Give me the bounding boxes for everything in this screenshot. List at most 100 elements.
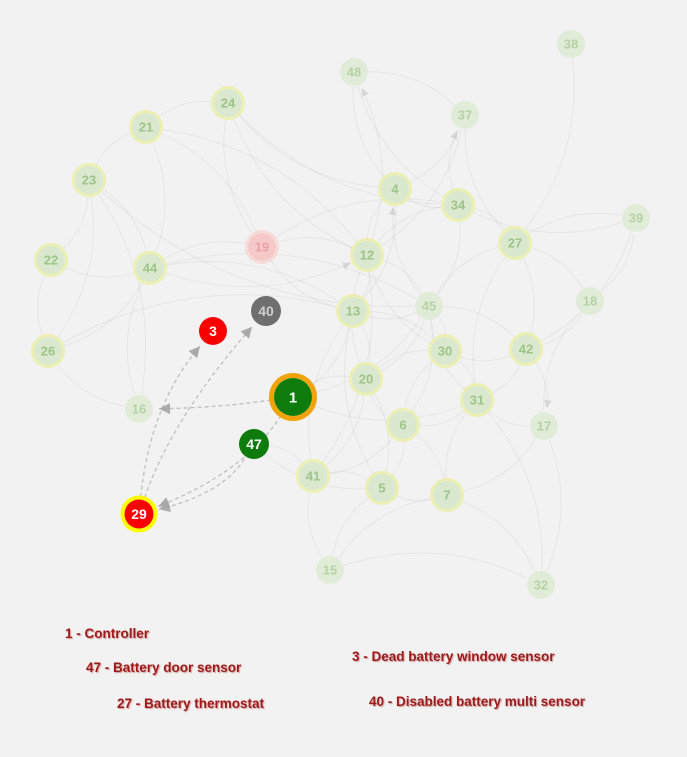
node-circle xyxy=(557,30,585,58)
node-20[interactable]: 20 xyxy=(349,362,383,396)
route-edges-layer xyxy=(140,326,282,512)
node-48[interactable]: 48 xyxy=(340,58,368,86)
neighbor-edge xyxy=(159,132,257,234)
node-ring xyxy=(120,495,158,533)
route-edge xyxy=(140,345,201,497)
node-ring xyxy=(133,251,167,285)
node-21[interactable]: 21 xyxy=(129,110,163,144)
node-19[interactable]: 19 xyxy=(245,230,279,264)
node-26[interactable]: 26 xyxy=(31,334,65,368)
node-ring xyxy=(441,188,475,222)
neighbor-edge xyxy=(269,259,339,308)
node-22[interactable]: 22 xyxy=(34,243,68,277)
neighbor-edge xyxy=(157,100,214,119)
node-label: 15 xyxy=(323,563,337,578)
neighbor-edge xyxy=(472,207,507,231)
node-15[interactable]: 15 xyxy=(316,556,344,584)
node-label: 41 xyxy=(306,469,320,484)
node-circle xyxy=(381,175,409,203)
route-edge xyxy=(158,399,272,410)
neighbor-edge xyxy=(37,273,46,338)
neighbor-edge xyxy=(410,320,434,413)
node-circle xyxy=(501,229,529,257)
node-3[interactable]: 3 xyxy=(199,317,227,345)
node-16[interactable]: 16 xyxy=(125,395,153,423)
node-circle xyxy=(199,317,227,345)
node-ring xyxy=(336,294,370,328)
node-label: 22 xyxy=(44,253,58,268)
node-41[interactable]: 41 xyxy=(296,459,330,493)
node-label: 32 xyxy=(534,578,548,593)
neighbor-edge xyxy=(490,362,521,395)
node-label: 16 xyxy=(132,402,146,417)
node-32[interactable]: 32 xyxy=(527,571,555,599)
node-47[interactable]: 47 xyxy=(239,429,269,459)
node-7[interactable]: 7 xyxy=(430,478,464,512)
node-31[interactable]: 31 xyxy=(460,383,494,417)
node-label: 27 xyxy=(508,236,522,251)
node-27[interactable]: 27 xyxy=(498,226,532,260)
node-circle xyxy=(463,386,491,414)
node-label: 5 xyxy=(378,481,385,496)
node-40[interactable]: 40 xyxy=(251,296,281,326)
neighbor-edge xyxy=(543,311,581,412)
node-18[interactable]: 18 xyxy=(576,287,604,315)
node-37[interactable]: 37 xyxy=(451,101,479,129)
node-label: 4 xyxy=(391,182,399,197)
node-30[interactable]: 30 xyxy=(428,334,462,368)
node-label: 26 xyxy=(41,344,55,359)
neighbor-edge xyxy=(414,433,445,481)
neighbor-edge xyxy=(464,129,506,233)
neighbor-edge xyxy=(486,410,543,571)
node-38[interactable]: 38 xyxy=(557,30,585,58)
neighbor-edge xyxy=(369,393,391,419)
neighbor-edge xyxy=(237,113,381,189)
node-39[interactable]: 39 xyxy=(622,204,650,232)
node-label: 20 xyxy=(359,372,373,387)
neighbor-edge xyxy=(417,409,466,427)
neighbor-edge xyxy=(269,445,304,465)
node-6[interactable]: 6 xyxy=(386,408,420,442)
neighbor-edge xyxy=(274,198,444,240)
neighbor-edges-layer xyxy=(37,58,635,579)
node-34[interactable]: 34 xyxy=(441,188,475,222)
node-1[interactable]: 1 xyxy=(269,373,317,421)
route-edge xyxy=(144,326,253,498)
node-label: 7 xyxy=(443,488,450,503)
node-13[interactable]: 13 xyxy=(336,294,370,328)
neighbor-edge xyxy=(395,494,433,502)
node-ring xyxy=(378,172,412,206)
neighbor-edge xyxy=(376,206,444,244)
node-ring xyxy=(129,110,163,144)
node-circle xyxy=(37,246,65,274)
node-label: 30 xyxy=(438,344,452,359)
node-24[interactable]: 24 xyxy=(211,86,245,120)
node-circle xyxy=(214,89,242,117)
node-4[interactable]: 4 xyxy=(378,172,412,206)
arrowhead-icon xyxy=(388,206,397,216)
neighbor-edge xyxy=(436,246,501,294)
node-23[interactable]: 23 xyxy=(72,163,106,197)
neighbor-edge xyxy=(361,87,383,241)
node-label: 13 xyxy=(346,304,360,319)
neighbor-edge xyxy=(371,269,433,345)
node-12[interactable]: 12 xyxy=(350,238,384,272)
node-ring xyxy=(245,230,279,264)
neighbor-edge xyxy=(60,294,339,345)
neighbor-edge xyxy=(406,197,444,208)
neighbor-edge xyxy=(352,86,386,179)
node-29[interactable]: 29 xyxy=(120,495,158,533)
neighbor-edge xyxy=(457,359,475,386)
neighbor-edge xyxy=(232,116,354,249)
node-17[interactable]: 17 xyxy=(530,412,558,440)
node-circle xyxy=(352,365,380,393)
neighbor-edge xyxy=(366,199,385,241)
node-circle xyxy=(444,191,472,219)
node-42[interactable]: 42 xyxy=(509,332,543,366)
node-5[interactable]: 5 xyxy=(365,471,399,505)
node-44[interactable]: 44 xyxy=(133,251,167,285)
node-45[interactable]: 45 xyxy=(415,292,443,320)
node-circle xyxy=(125,395,153,423)
node-circle xyxy=(622,204,650,232)
